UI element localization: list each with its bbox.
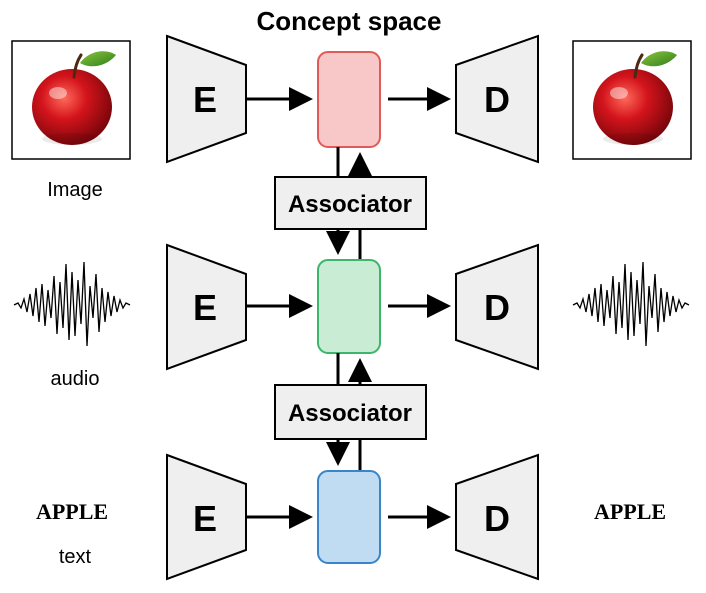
- associator-label-2: Associator: [288, 400, 412, 427]
- associator-block-2: [274, 384, 427, 440]
- decoder-block-image: [455, 34, 539, 164]
- decoder-label-audio: D: [484, 287, 510, 328]
- text-output-word: APPLE: [594, 499, 666, 524]
- decoder-block-audio: [455, 243, 539, 371]
- encoder-label-text: E: [193, 498, 217, 539]
- associator-label-1: Associator: [288, 191, 412, 218]
- image-input-frame: [11, 40, 131, 160]
- text-input-word: APPLE: [36, 499, 108, 524]
- concept-vector-audio: [317, 259, 381, 354]
- text-modality-label: text: [59, 546, 92, 568]
- concept-vector-text: [317, 470, 381, 564]
- image-output-frame: [572, 40, 692, 160]
- image-modality-label: Image: [47, 179, 103, 201]
- encoder-label-audio: E: [193, 287, 217, 328]
- waveform-input-icon: [13, 261, 131, 347]
- decoder-label-image: D: [484, 79, 510, 120]
- waveform-output-icon: [572, 261, 690, 347]
- audio-modality-label: audio: [51, 368, 100, 390]
- encoder-label-image: E: [193, 79, 217, 120]
- encoder-block-image: [166, 34, 247, 164]
- encoder-block-audio: [166, 243, 247, 371]
- concept-vector-image: [317, 51, 381, 148]
- decoder-block-text: [455, 453, 539, 581]
- associator-block-1: [274, 176, 427, 230]
- decoder-label-text: D: [484, 498, 510, 539]
- diagram-title: Concept space: [257, 6, 442, 36]
- encoder-block-text: [166, 453, 247, 581]
